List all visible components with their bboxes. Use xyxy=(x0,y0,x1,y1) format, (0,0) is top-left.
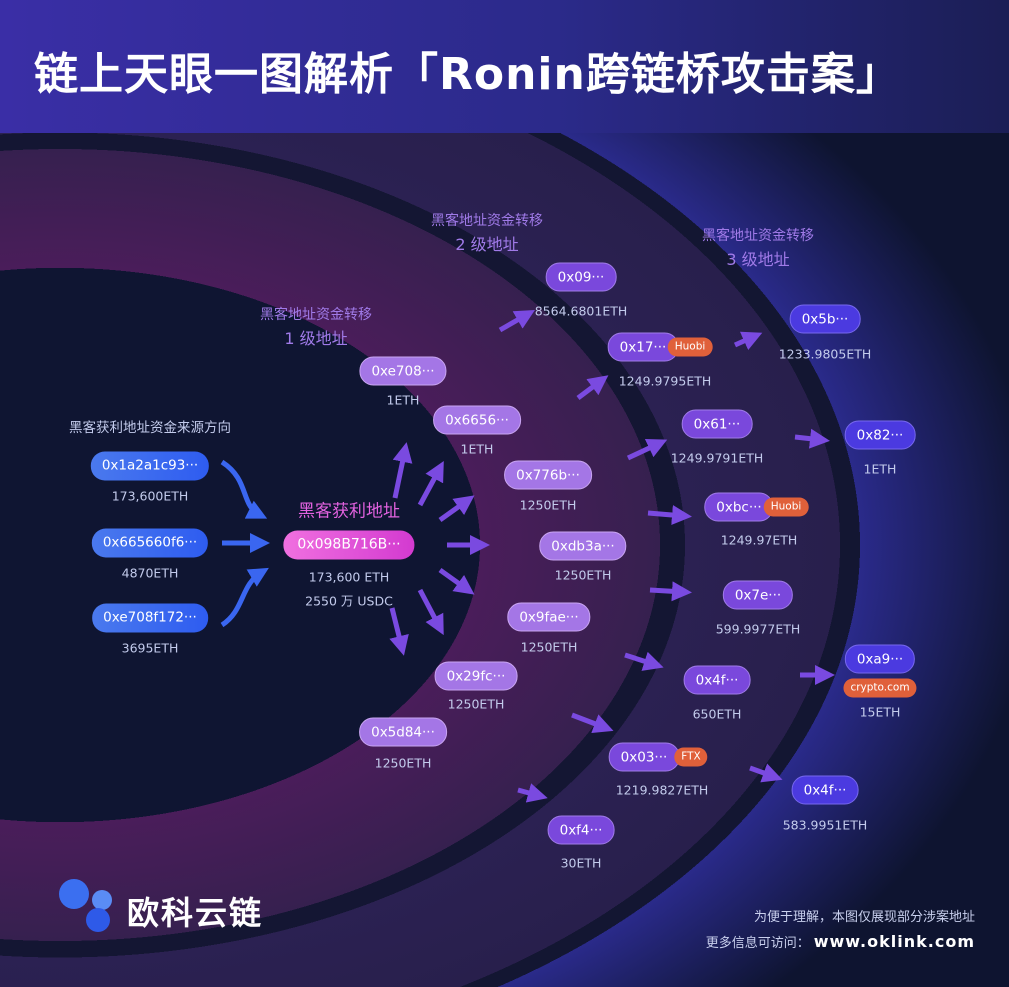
source-title: 黑客获利地址资金来源方向 xyxy=(69,420,231,436)
level1-amount: 1250ETH xyxy=(520,639,578,655)
level2-amount: 1219.9827ETH xyxy=(615,782,709,798)
flow-arrow-icon xyxy=(733,331,763,351)
level1-address[interactable]: 0xdb3a··· xyxy=(539,531,627,561)
level3-amount: 1233.9805ETH xyxy=(778,346,872,362)
level1-address[interactable]: 0x6656··· xyxy=(433,405,521,435)
exchange-tag-huobi: Huobi xyxy=(667,337,713,357)
flow-arrow-icon xyxy=(498,310,535,333)
flow-arrow-icon xyxy=(438,495,475,523)
exchange-tag-huobi: Huobi xyxy=(763,497,809,517)
flow-arrow-icon xyxy=(626,439,668,461)
level2-address[interactable]: 0x4f··· xyxy=(683,665,751,695)
flow-arrow-icon xyxy=(749,763,783,783)
level2-amount: 1249.9795ETH xyxy=(618,373,712,389)
level1-amount: 1250ETH xyxy=(554,567,612,583)
level2-address[interactable]: 0x03··· xyxy=(608,742,680,772)
level2-amount: 650ETH xyxy=(692,706,742,722)
website-link[interactable]: www.oklink.com xyxy=(813,932,975,951)
level3-address[interactable]: 0x4f··· xyxy=(791,775,859,805)
level2-address[interactable]: 0xf4··· xyxy=(547,815,615,845)
flow-arrow-icon xyxy=(576,375,609,400)
footer-note: 为便于理解，本图仅展现部分涉案地址 xyxy=(753,910,975,925)
level3-address[interactable]: 0xa9··· xyxy=(844,644,916,674)
source-address[interactable]: 0x665660f6··· xyxy=(91,528,209,558)
level2-amount: 30ETH xyxy=(560,855,602,871)
page-title: 链上天眼一图解析「Ronin跨链桥攻击案」 xyxy=(34,49,901,100)
level1-amount: 1250ETH xyxy=(519,497,577,513)
hacker-title: 黑客获利地址 xyxy=(298,501,400,522)
source-amount: 4870ETH xyxy=(121,565,179,581)
level3-address[interactable]: 0x82··· xyxy=(844,420,916,450)
flow-arrow-icon xyxy=(220,567,269,628)
level3-amount: 583.9951ETH xyxy=(782,817,868,833)
exchange-tag-crypto-com: crypto.com xyxy=(843,678,917,698)
level2-heading: 黑客地址资金转移 2 级地址 xyxy=(431,210,543,256)
level3-amount: 15ETH xyxy=(859,704,901,720)
level2-address[interactable]: 0x09··· xyxy=(545,262,617,292)
level3-address[interactable]: 0x5b··· xyxy=(789,304,861,334)
level1-amount: 1ETH xyxy=(460,441,494,457)
level2-address[interactable]: 0x17··· xyxy=(607,332,679,362)
flow-arrow-icon xyxy=(649,581,692,602)
flow-arrow-icon xyxy=(438,567,475,595)
source-address[interactable]: 0x1a2a1c93··· xyxy=(90,451,210,481)
flow-background xyxy=(0,133,1009,987)
level2-title: 黑客地址资金转移 xyxy=(431,213,543,229)
level2-amount: 1249.97ETH xyxy=(720,532,798,548)
oklink-logo-icon xyxy=(59,879,112,932)
level1-title: 黑客地址资金转移 xyxy=(260,307,372,323)
level3-sub: 3 级地址 xyxy=(726,250,790,269)
flow-arrow-icon xyxy=(647,505,692,525)
level1-address[interactable]: 0x29fc··· xyxy=(434,661,518,691)
level2-sub: 2 级地址 xyxy=(455,235,519,254)
hacker-eth: 173,600 ETH xyxy=(308,569,390,585)
level1-amount: 1250ETH xyxy=(447,696,505,712)
level1-address[interactable]: 0x5d84··· xyxy=(359,717,447,747)
level2-address[interactable]: 0x61··· xyxy=(681,409,753,439)
footer-more: 更多信息可访问：www.oklink.com xyxy=(706,932,975,951)
level3-heading: 黑客地址资金转移 3 级地址 xyxy=(702,225,814,271)
flow-arrow-icon xyxy=(392,442,413,499)
level1-amount: 1250ETH xyxy=(374,755,432,771)
flow-arrow-icon xyxy=(417,460,444,507)
header-banner: 链上天眼一图解析「Ronin跨链桥攻击案」 xyxy=(0,0,1009,133)
level1-sub: 1 级地址 xyxy=(284,329,348,348)
source-amount: 173,600ETH xyxy=(111,488,189,504)
flow-arrow-icon xyxy=(794,428,830,449)
level2-amount: 8564.6801ETH xyxy=(534,303,628,319)
level3-amount: 1ETH xyxy=(863,461,897,477)
level1-address[interactable]: 0x776b··· xyxy=(504,460,592,490)
level1-address[interactable]: 0x9fae··· xyxy=(507,602,591,632)
more-info-label: 更多信息可访问： xyxy=(705,936,810,951)
level2-amount: 1249.9791ETH xyxy=(670,450,764,466)
flow-arrow-icon xyxy=(389,607,409,656)
exchange-tag-ftx: FTX xyxy=(674,747,708,767)
level2-amount: 599.9977ETH xyxy=(715,621,801,637)
level2-address[interactable]: 0xbc··· xyxy=(704,492,774,522)
flow-arrow-icon xyxy=(571,712,614,734)
hacker-usdc: 2550 万 USDC xyxy=(305,593,393,609)
hacker-address[interactable]: 0x098B716B··· xyxy=(283,530,415,560)
flow-arrow-icon xyxy=(517,783,548,803)
level2-address[interactable]: 0x7e··· xyxy=(722,580,794,610)
address-level-bands xyxy=(0,133,1009,987)
brand-name: 欧科云链 xyxy=(127,894,264,932)
level3-title: 黑客地址资金转移 xyxy=(702,228,814,244)
flow-arrow-icon xyxy=(417,588,444,636)
flow-arrow-icon xyxy=(220,459,268,519)
level1-amount: 1ETH xyxy=(386,392,420,408)
flow-arrow-icon xyxy=(624,651,664,671)
source-address[interactable]: 0xe708f172··· xyxy=(92,603,208,633)
level1-heading: 黑客地址资金转移 1 级地址 xyxy=(260,304,372,350)
level1-address[interactable]: 0xe708··· xyxy=(359,356,447,386)
source-amount: 3695ETH xyxy=(121,640,179,656)
